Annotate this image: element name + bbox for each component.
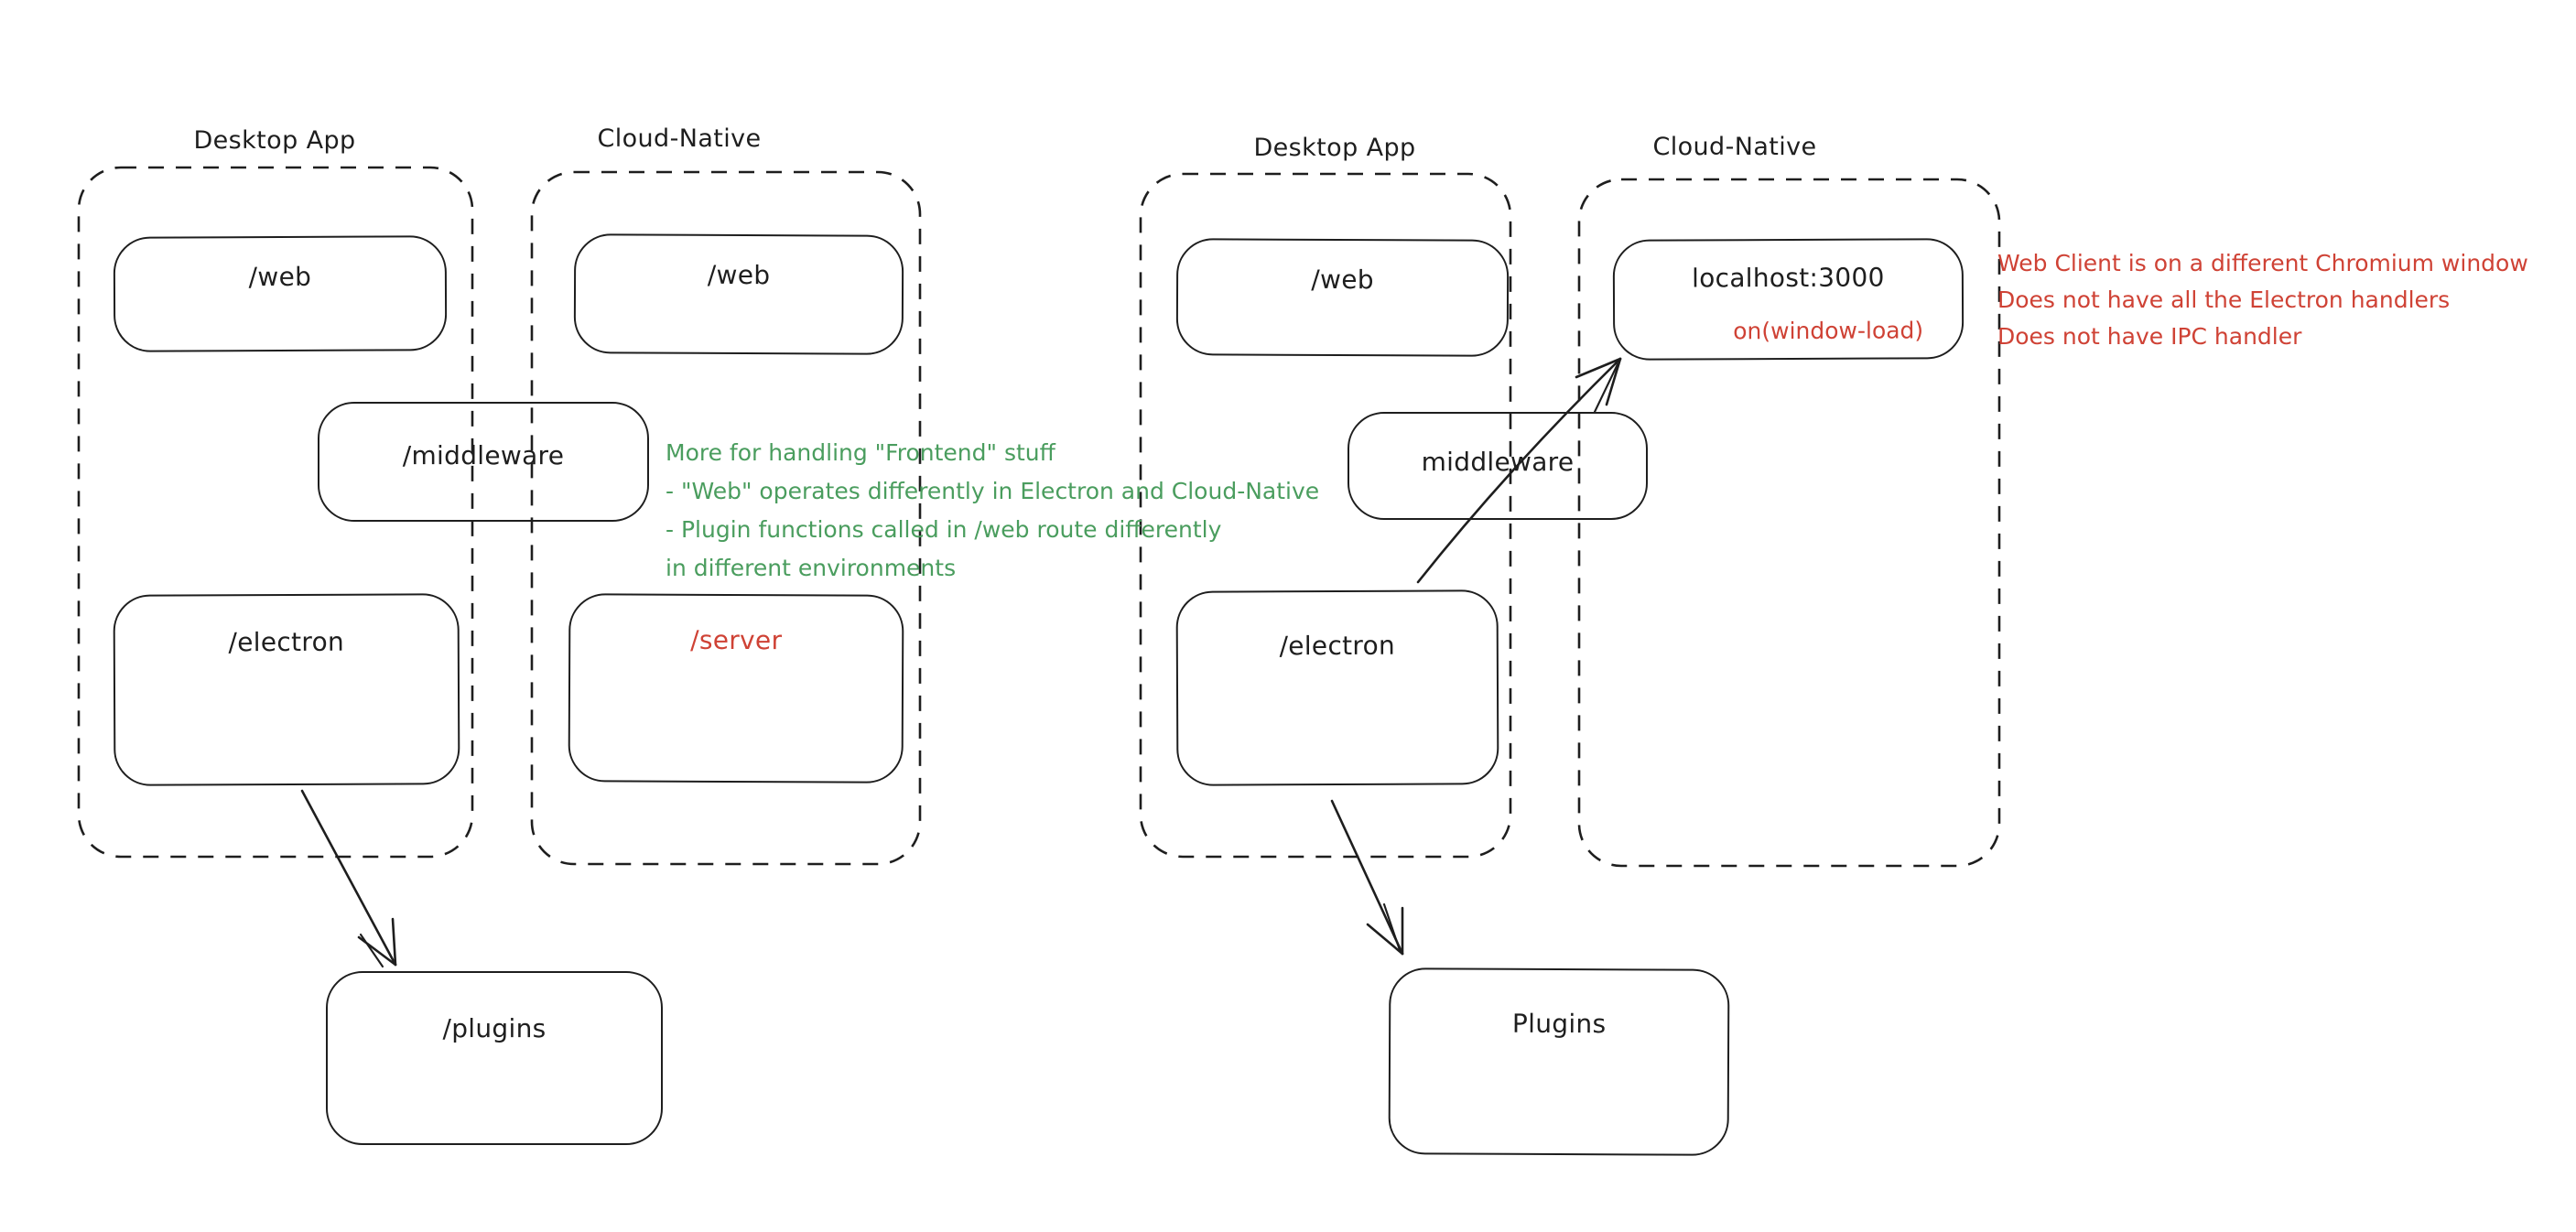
note-green-line-1: More for handling "Frontend" stuff bbox=[666, 439, 1055, 466]
box-label-server-left: /server bbox=[690, 624, 783, 656]
note-green-line-2: - "Web" operates differently in Electron… bbox=[666, 478, 1320, 504]
note-green-line-4: in different environments bbox=[666, 555, 957, 581]
note-red-line-1: Web Client is on a different Chromium wi… bbox=[1997, 250, 2528, 276]
box-server-left: /server bbox=[568, 593, 904, 784]
note-green: More for handling "Frontend" stuff - "We… bbox=[666, 434, 1319, 588]
box-middleware-left: /middleware bbox=[318, 402, 649, 522]
box-middleware-right: middleware bbox=[1348, 412, 1648, 520]
box-label-middleware-right: middleware bbox=[1421, 447, 1575, 477]
note-red-line-3: Does not have IPC handler bbox=[1997, 323, 2302, 350]
box-electron-left: /electron bbox=[113, 593, 460, 786]
note-red: Web Client is on a different Chromium wi… bbox=[1997, 245, 2528, 355]
box-label-plugins-right: Plugins bbox=[1511, 1008, 1607, 1040]
box-plugins-right: Plugins bbox=[1388, 967, 1730, 1156]
label-on-window-load: on(window-load) bbox=[1733, 317, 1924, 345]
box-label-web-cloud-left: /web bbox=[707, 259, 771, 291]
section-label-cloud-native-left: Cloud-Native bbox=[597, 124, 762, 153]
box-web-cloud-left: /web bbox=[573, 233, 904, 355]
note-red-line-2: Does not have all the Electron handlers bbox=[1997, 286, 2451, 313]
arrow-electron-to-plugins-right bbox=[1330, 799, 1404, 956]
section-label-desktop-app-left: Desktop App bbox=[193, 126, 356, 155]
box-label-middleware-left: /middleware bbox=[402, 440, 565, 470]
box-label-electron-right: /electron bbox=[1279, 630, 1396, 662]
box-electron-right: /electron bbox=[1175, 589, 1499, 786]
box-label-web-right: /web bbox=[1311, 264, 1374, 296]
box-label-plugins-left: /plugins bbox=[442, 1013, 547, 1043]
arrow-electron-to-plugins-left bbox=[300, 789, 397, 968]
box-label-electron-left: /electron bbox=[228, 626, 345, 658]
box-web-desktop-left: /web bbox=[113, 235, 448, 352]
box-label-web-desktop-left: /web bbox=[248, 261, 312, 293]
box-localhost-right: localhost:3000 on(window-load) bbox=[1612, 238, 1964, 361]
note-green-line-3: - Plugin functions called in /web route … bbox=[666, 516, 1222, 543]
box-label-localhost: localhost:3000 bbox=[1692, 262, 1885, 294]
section-label-desktop-app-right: Desktop App bbox=[1253, 134, 1416, 162]
box-plugins-left: /plugins bbox=[326, 971, 663, 1145]
box-web-right: /web bbox=[1175, 238, 1510, 357]
section-label-cloud-native-right: Cloud-Native bbox=[1652, 133, 1817, 161]
